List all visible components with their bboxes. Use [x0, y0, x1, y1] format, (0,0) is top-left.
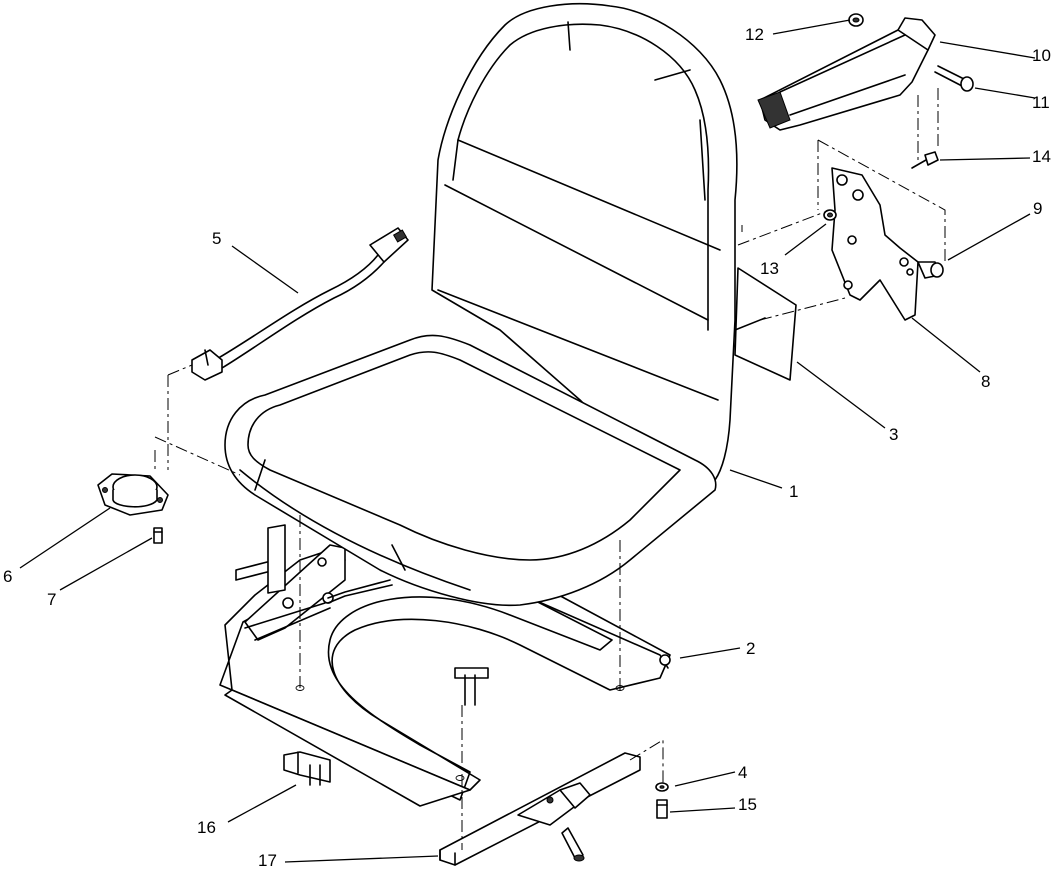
seat	[224, 2, 738, 607]
callout-15: 15	[738, 795, 757, 814]
callout-17: 17	[258, 851, 277, 870]
callout-7: 7	[47, 590, 56, 609]
switch-screw	[153, 527, 163, 544]
assembly-lines	[154, 88, 946, 850]
side-panel	[734, 267, 797, 381]
leader-lines	[19, 19, 1036, 863]
callout-12: 12	[745, 25, 764, 44]
callout-6: 6	[3, 567, 12, 586]
wire-harness	[191, 227, 409, 381]
callout-14: 14	[1032, 147, 1051, 166]
callout-labels: 1 2 3 4 5 6 7 8 9 10 11 12 13 14 15 16 1…	[3, 25, 1051, 870]
callout-16: 16	[197, 818, 216, 837]
seat-switch	[97, 473, 169, 516]
callout-13: 13	[760, 259, 779, 278]
bracket-bushing	[917, 261, 944, 279]
callout-4: 4	[738, 763, 747, 782]
seat-slide-rail-left	[283, 667, 489, 786]
armrest	[757, 17, 936, 131]
armrest-nut	[848, 13, 864, 27]
callout-5: 5	[212, 229, 221, 248]
seat-base-plate	[219, 524, 671, 807]
callout-9: 9	[1033, 199, 1042, 218]
callout-10: 10	[1032, 46, 1051, 65]
callout-11: 11	[1032, 93, 1050, 112]
callout-3: 3	[889, 425, 898, 444]
bracket-bolt	[911, 151, 939, 169]
armrest-bracket	[831, 167, 919, 321]
seat-bolt	[656, 799, 668, 819]
callout-2: 2	[746, 639, 755, 658]
armrest-bolt	[934, 65, 974, 92]
callout-1: 1	[789, 482, 798, 501]
seat-slide-rail-right	[439, 752, 641, 866]
washer	[655, 782, 669, 792]
callout-8: 8	[981, 372, 990, 391]
